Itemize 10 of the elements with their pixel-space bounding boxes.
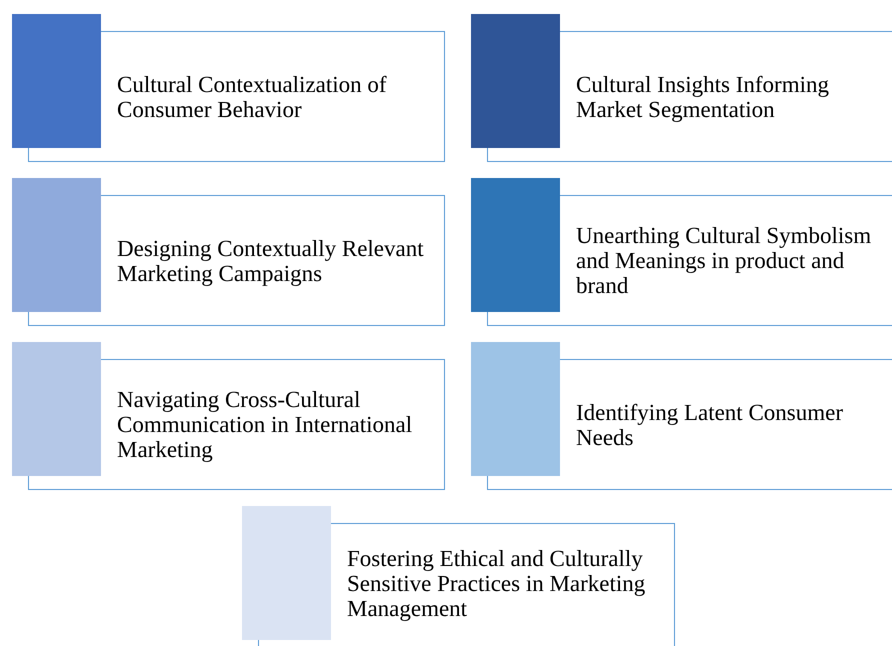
card-text: Fostering Ethical and Culturally Sensitive Practices in Marketing Management [347, 546, 646, 620]
card-text: Navigating Cross-Cultural Communication in International Marketing [117, 387, 414, 462]
card-text: Cultural Contextualization of Consumer Behavior [117, 72, 388, 122]
text-card [12, 14, 445, 162]
text-card [12, 178, 445, 326]
text-card [12, 342, 445, 490]
card-text: Cultural Insights Informing Market Segmentation [576, 72, 830, 122]
card-text: Identifying Latent Consumer Needs [576, 400, 844, 450]
card-text: Designing Contextually Relevant Marketing Campaigns [117, 236, 425, 286]
card-text: Unearthing Cultural Symbolism and Meanings in product and brand [576, 223, 872, 298]
